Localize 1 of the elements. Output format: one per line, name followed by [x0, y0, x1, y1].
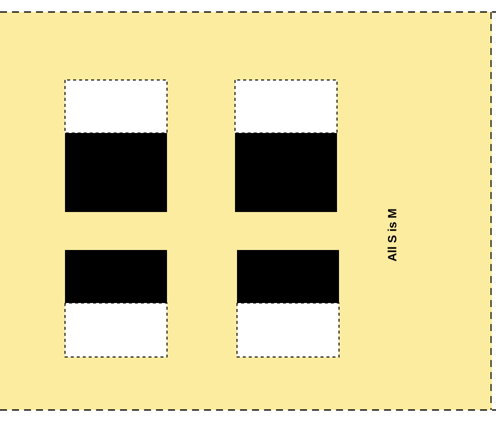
- statement-text: All S is M: [388, 209, 396, 262]
